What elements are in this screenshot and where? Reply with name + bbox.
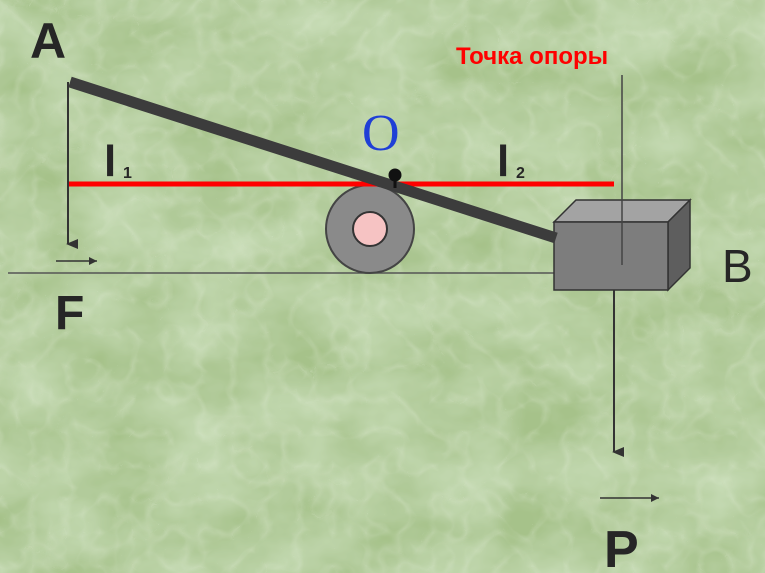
label-force-f: F bbox=[55, 287, 84, 340]
pivot-point bbox=[388, 168, 402, 182]
roller-support bbox=[325, 184, 415, 274]
label-point-b: B bbox=[722, 240, 753, 292]
arm-1-letter: l bbox=[104, 137, 116, 186]
arm-1-subscript: 1 bbox=[123, 165, 132, 182]
label-fulcrum: Точка опоры bbox=[456, 43, 608, 70]
vector-mark-p bbox=[600, 494, 659, 502]
arm-2-letter: l bbox=[497, 137, 509, 186]
vector-mark-f bbox=[56, 257, 97, 265]
roller-center bbox=[352, 211, 388, 247]
label-arm-1: l 1 bbox=[104, 137, 132, 186]
label-point-o: O bbox=[362, 105, 400, 162]
label-point-a: A bbox=[30, 13, 66, 69]
arm-2-subscript: 2 bbox=[516, 165, 525, 182]
lever-bar bbox=[68, 76, 558, 244]
label-force-p: P bbox=[604, 521, 639, 573]
label-arm-2: l 2 bbox=[497, 137, 525, 186]
